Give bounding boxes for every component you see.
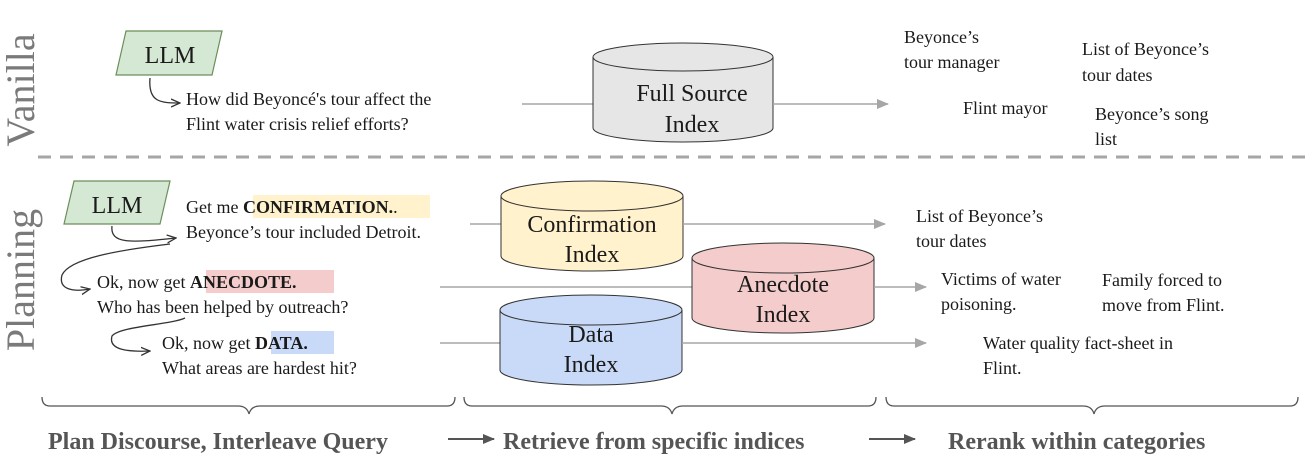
planning-step3-line1: Ok, now get DATA. bbox=[162, 333, 308, 353]
tag-data: DATA. bbox=[255, 333, 308, 353]
vanilla-result-2-line1: List of Beyonce’s bbox=[1082, 39, 1209, 59]
planning-llm-label: LLM bbox=[92, 193, 143, 219]
vanilla-llm-box: LLM bbox=[115, 30, 223, 76]
planning-step1-line1: Get me CONFIRMATION.. bbox=[186, 197, 398, 217]
confirmation-index-line2: Index bbox=[565, 242, 620, 268]
vanilla-query-line2: Flint water crisis relief efforts? bbox=[186, 114, 409, 134]
data-index-line2: Index bbox=[564, 352, 619, 378]
data-result-line2: Flint. bbox=[983, 358, 1022, 378]
confirmation-result-line2: tour dates bbox=[916, 231, 986, 251]
vanilla-query-line1: How did Beyoncé's tour affect the bbox=[186, 89, 431, 109]
full-source-index-cylinder: Full Source Index bbox=[592, 42, 774, 143]
anecdote-index-line1: Anecdote bbox=[737, 272, 829, 298]
planning-llm-box: LLM bbox=[63, 180, 171, 225]
highlight-anecdote bbox=[206, 270, 334, 293]
footer-stage3: Rerank within categories bbox=[948, 429, 1205, 455]
brace-stage3 bbox=[885, 396, 1299, 415]
highlight-data bbox=[271, 331, 334, 354]
planning-step2-line2: Who has been helped by outreach? bbox=[97, 297, 348, 317]
vanilla-result-3: Flint mayor bbox=[963, 98, 1048, 118]
confirmation-index-cylinder: Confirmation Index bbox=[500, 180, 684, 272]
tag-confirmation: CONFIRMATION. bbox=[243, 197, 393, 217]
data-result-line1: Water quality fact-sheet in bbox=[983, 333, 1173, 353]
vanilla-llm-label: LLM bbox=[145, 43, 196, 69]
anecdote-result-2-line2: move from Flint. bbox=[1102, 295, 1225, 315]
full-source-index-line1: Full Source bbox=[636, 81, 747, 107]
data-index-line1: Data bbox=[568, 322, 614, 348]
brace-stage2 bbox=[463, 396, 877, 415]
vanilla-result-4-line1: Beyonce’s song bbox=[1095, 104, 1208, 124]
anecdote-index-cylinder: Anecdote Index bbox=[691, 242, 875, 334]
brace-stage1 bbox=[41, 396, 456, 415]
footer-stage1: Plan Discourse, Interleave Query bbox=[48, 429, 388, 455]
section-label-planning: Planning bbox=[0, 209, 43, 351]
anecdote-index-line2: Index bbox=[756, 302, 811, 328]
anecdote-result-1-line1: Victims of water bbox=[941, 269, 1061, 289]
planning-step2-line1: Ok, now get ANECDOTE. bbox=[97, 272, 297, 292]
vanilla-result-4-line2: list bbox=[1095, 129, 1117, 149]
vanilla-result-1-line2: tour manager bbox=[904, 52, 999, 72]
highlight-confirmation bbox=[253, 195, 430, 218]
vanilla-query-connector bbox=[149, 77, 180, 103]
tag-anecdote: ANECDOTE. bbox=[190, 272, 297, 292]
anecdote-result-2-line1: Family forced to bbox=[1102, 270, 1222, 290]
confirmation-result-line1: List of Beyonce’s bbox=[916, 206, 1043, 226]
planning-step3-line2: What areas are hardest hit? bbox=[162, 358, 357, 378]
section-label-vanilla: Vanilla bbox=[0, 33, 43, 147]
data-index-cylinder: Data Index bbox=[499, 294, 683, 386]
anecdote-result-1-line2: poisoning. bbox=[941, 294, 1017, 314]
confirmation-index-line1: Confirmation bbox=[527, 212, 656, 238]
planning-step1-line2: Beyonce’s tour included Detroit. bbox=[186, 222, 421, 242]
vanilla-result-2-line2: tour dates bbox=[1082, 65, 1152, 85]
footer-stage2: Retrieve from specific indices bbox=[503, 429, 804, 455]
planning-connector-1 bbox=[111, 225, 176, 241]
planning-connector-3 bbox=[110, 317, 186, 351]
full-source-index-line2: Index bbox=[665, 112, 720, 138]
planning-connector-2 bbox=[60, 243, 171, 290]
vanilla-result-1-line1: Beyonce’s bbox=[904, 27, 979, 47]
